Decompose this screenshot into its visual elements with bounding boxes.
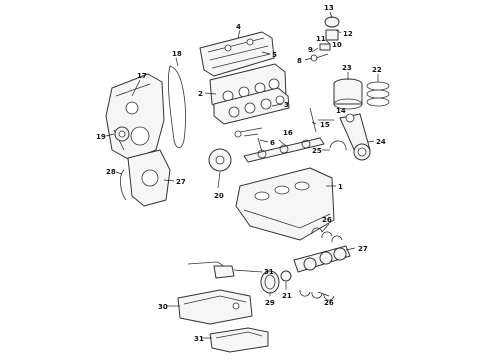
callout-28: 27 [176,178,186,186]
callout-1: 1 [338,183,343,191]
callout-24: 24 [376,138,386,146]
callout-26-upper: 26 [322,216,332,224]
engine-block [235,167,335,241]
callout-22: 22 [372,66,382,74]
callout-32: 31 [264,268,274,276]
callout-13: 13 [324,4,334,12]
leader-lines [105,11,379,339]
callout-4: 4 [236,23,241,31]
main-bearings-lower [299,289,335,301]
callout-6: 6 [270,139,275,147]
piston-rings [366,81,390,107]
callout-21: 21 [282,292,292,300]
callout-10: 10 [332,41,342,49]
callout-23: 23 [342,64,352,72]
harmonic-balancer [260,270,280,294]
callout-18: 18 [172,50,182,58]
callout-29: 28 [106,168,116,176]
callout-31-upper: 30 [158,303,168,311]
valve-cover [199,31,275,77]
callout-31-lower: 31 [194,335,204,343]
connecting-rod [339,113,371,161]
callout-26-lower: 26 [324,299,334,307]
sensor-fittings [310,16,340,62]
crank-gear [280,270,292,282]
lower-front-cover [127,149,171,207]
cover-gasket [120,169,127,201]
head-gasket [213,87,290,125]
main-bearings-upper [311,227,343,243]
callout-12: 12 [343,30,353,38]
camshaft [243,137,325,163]
callout-17: 17 [137,72,147,80]
valve-parts [234,127,263,153]
callout-2: 2 [198,90,203,98]
callout-16: 16 [283,129,293,137]
callout-25: 25 [312,147,322,155]
callout-3: 3 [284,101,289,109]
callout-labels: 4 5 2 3 6 18 17 19 20 16 1 28 27 14 15 2… [96,4,386,343]
timing-chain [167,65,186,148]
callout-11: 11 [316,35,326,43]
piston [333,78,363,110]
callout-5: 5 [272,51,277,59]
callout-8: 8 [297,57,302,65]
callout-14: 14 [336,107,346,115]
upper-oil-pan [177,289,253,325]
callout-15: 15 [320,121,330,129]
callout-20: 20 [214,192,224,200]
callout-19: 19 [96,133,106,141]
oil-pickup [187,261,235,279]
callout-9: 9 [308,46,313,54]
callout-27: 27 [358,245,368,253]
timing-cover [105,73,165,161]
cam-sprocket [208,148,232,172]
callout-30: 29 [265,299,275,307]
rod-bearing [329,140,347,151]
crankshaft [293,245,351,273]
pushrod [309,107,317,133]
crank-seal [114,126,130,142]
lower-oil-pan [209,327,269,353]
